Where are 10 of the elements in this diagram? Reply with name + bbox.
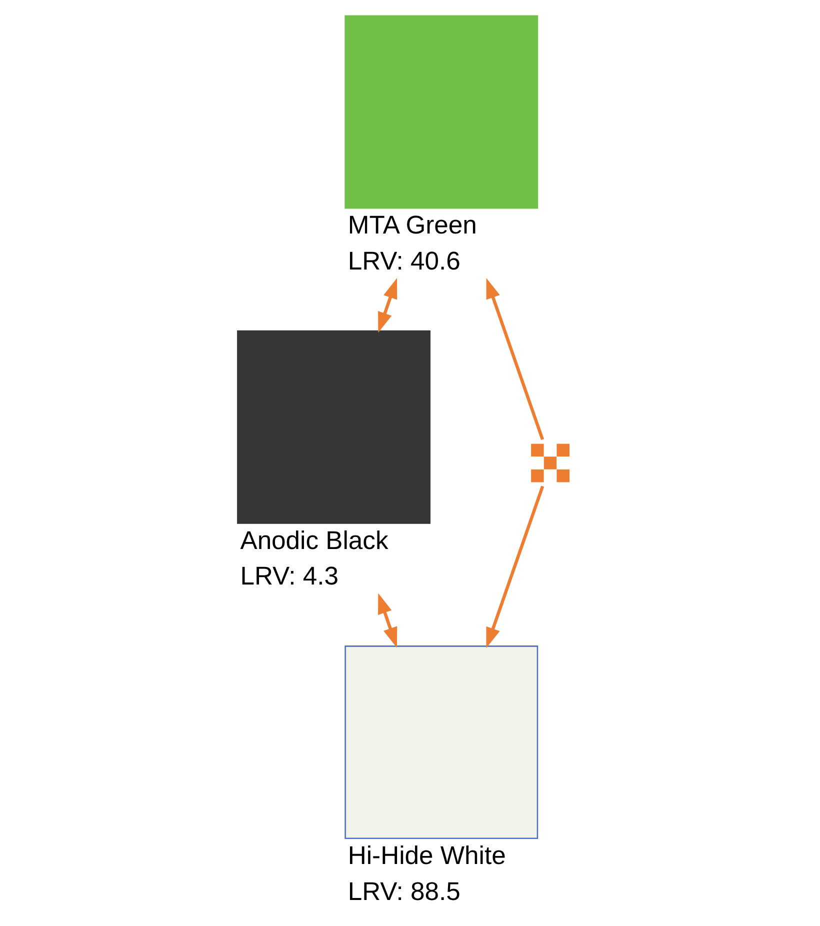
node-label: LRV: 40.6 xyxy=(348,248,460,276)
arrow xyxy=(378,593,398,648)
node-label: MTA Green xyxy=(348,212,477,240)
node-label: LRV: 88.5 xyxy=(348,878,460,906)
arrow xyxy=(486,278,544,440)
node-label: Hi-Hide White xyxy=(348,842,506,870)
arrow xyxy=(378,278,398,333)
arrow xyxy=(486,486,544,648)
node-label: LRV: 4.3 xyxy=(240,562,338,591)
node-label: Anodic Black xyxy=(240,526,388,555)
